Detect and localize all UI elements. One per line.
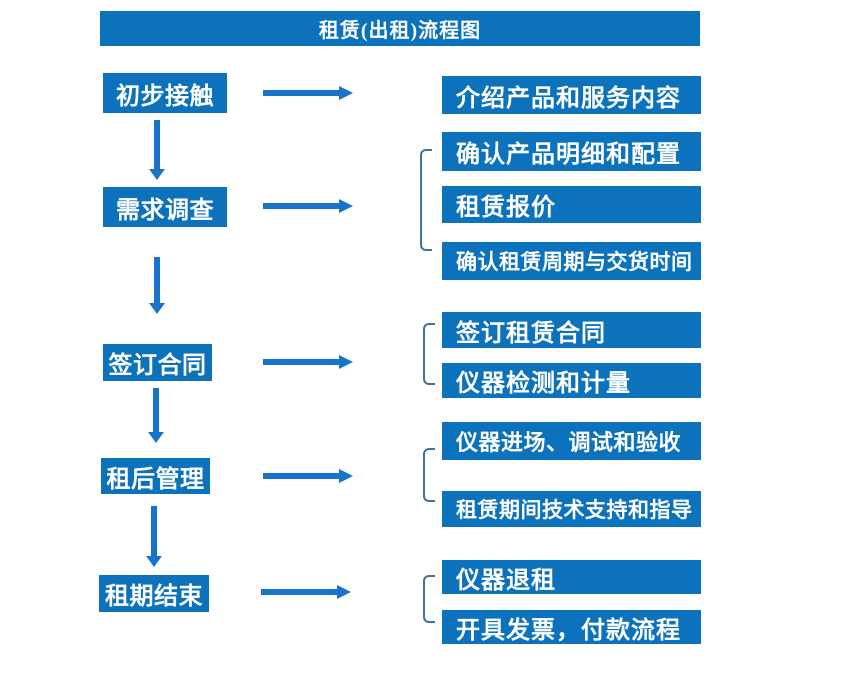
output-box: 租赁期间技术支持和指导 xyxy=(442,491,701,527)
step-box-initial-contact: 初步接触 xyxy=(103,73,227,113)
right-arrow xyxy=(263,359,339,365)
down-arrow xyxy=(151,506,157,556)
output-box: 确认租赁周期与交货时间 xyxy=(442,242,701,280)
output-box: 仪器进场、调试和验收 xyxy=(442,422,701,460)
right-arrow xyxy=(263,473,339,479)
down-arrow xyxy=(154,120,160,169)
output-box: 租赁报价 xyxy=(442,186,701,223)
page-title: 租赁(出租)流程图 xyxy=(318,20,482,42)
step-box-demand-survey: 需求调查 xyxy=(103,187,227,227)
step-box-rental-end: 租期结束 xyxy=(99,575,209,612)
output-box: 签订租赁合同 xyxy=(442,312,701,348)
output-box: 确认产品明细和配置 xyxy=(442,132,701,171)
group-bracket xyxy=(423,323,435,385)
step-box-sign-contract: 签订合同 xyxy=(103,344,212,381)
step-box-post-rental-management: 租后管理 xyxy=(101,458,210,494)
right-arrow xyxy=(261,589,337,595)
right-arrow xyxy=(263,90,339,96)
output-box: 介绍产品和服务内容 xyxy=(442,76,701,114)
output-box: 仪器退租 xyxy=(442,560,701,594)
group-bracket xyxy=(420,149,432,251)
group-bracket xyxy=(423,448,435,502)
output-box: 仪器检测和计量 xyxy=(442,363,701,398)
right-arrow xyxy=(263,203,339,209)
down-arrow xyxy=(154,257,160,303)
down-arrow xyxy=(153,388,159,432)
group-bracket xyxy=(423,575,435,623)
title-bar: 租赁(出租)流程图 xyxy=(100,11,700,46)
output-box: 开具发票，付款流程 xyxy=(442,610,701,644)
